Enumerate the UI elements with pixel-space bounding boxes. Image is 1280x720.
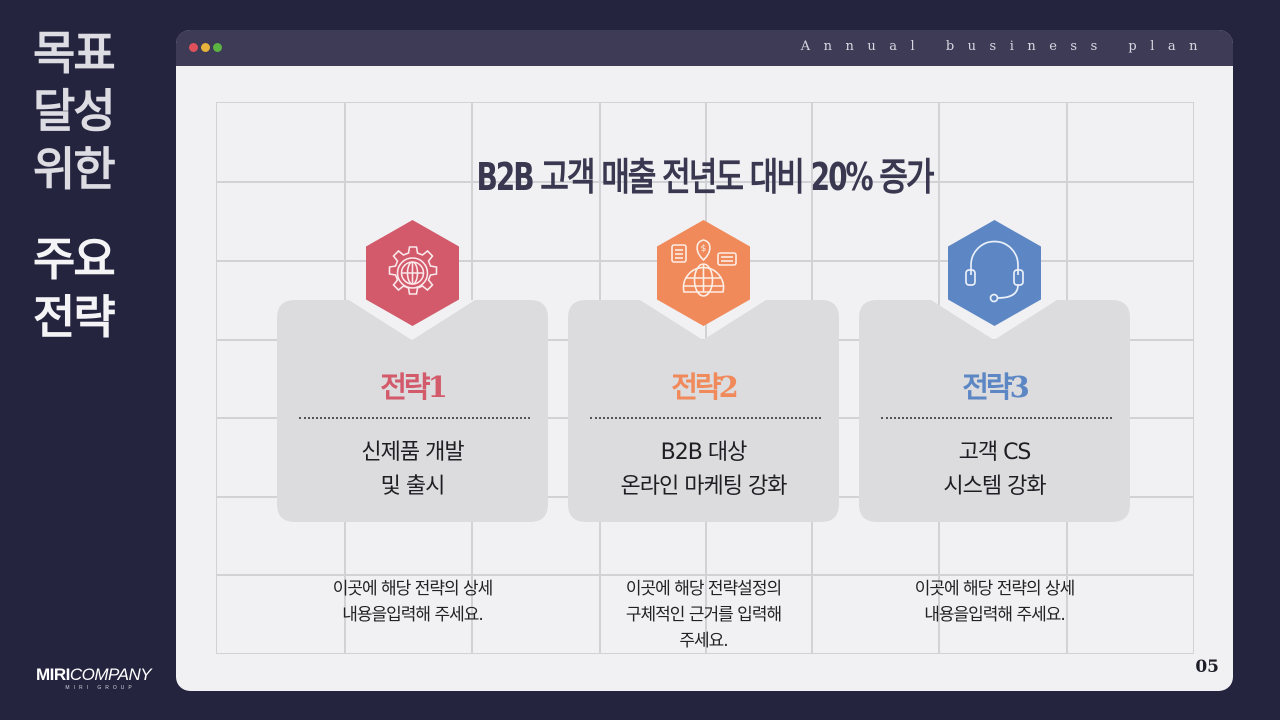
side-title-line: 목표 — [33, 26, 116, 80]
strategy-card-2: $ 전략2 B2B 대상 온라인 마케팅 강화 — [568, 220, 839, 522]
close-dot-icon[interactable] — [189, 43, 198, 52]
dotted-divider — [881, 417, 1112, 419]
description-line: 주세요. — [679, 631, 728, 651]
description-line: 내용을입력해 주세요. — [924, 605, 1066, 625]
side-title-top: 목표 달성 위한 — [33, 24, 116, 198]
slide-window: Annual business plan B2B 고객 매출 전년도 대비 20… — [176, 30, 1233, 691]
strategy-title-line: 신제품 개발 — [361, 440, 464, 465]
strategy-card-1: 전략1 신제품 개발 및 출시 — [277, 220, 548, 522]
window-titlebar: Annual business plan — [176, 30, 1233, 66]
description-line: 이곳에 해당 전략의 상세 — [332, 579, 494, 599]
page-number: 05 — [1195, 657, 1219, 677]
logo-text: COMPANY — [69, 665, 152, 684]
side-title-line: 달성 — [33, 84, 116, 138]
dotted-divider — [299, 417, 530, 419]
headset-icon — [948, 220, 1041, 326]
side-title-line: 위한 — [33, 142, 116, 196]
description-line: 이곳에 해당 전략의 상세 — [914, 579, 1076, 599]
strategy-title-line: B2B 대상 — [660, 440, 748, 465]
company-logo: MIRICOMPANY MIRI GROUP — [36, 665, 152, 692]
description-line: 내용을입력해 주세요. — [342, 605, 484, 625]
strategy-card-3: 전략3 고객 CS 시스템 강화 — [859, 220, 1130, 522]
strategy-description-3: 이곳에 해당 전략의 상세 내용을입력해 주세요. — [859, 576, 1130, 628]
strategy-label: 전략2 — [671, 370, 739, 404]
strategy-title-line: 고객 CS — [958, 440, 1032, 465]
strategy-description-1: 이곳에 해당 전략의 상세 내용을입력해 주세요. — [277, 576, 548, 628]
strategy-title-line: 온라인 마케팅 강화 — [620, 474, 788, 499]
globe-marketing-icon: $ — [657, 220, 750, 326]
strategy-title: 고객 CS 시스템 강화 — [859, 436, 1130, 504]
strategy-title: B2B 대상 온라인 마케팅 강화 — [568, 436, 839, 504]
page-headline: B2B 고객 매출 전년도 대비 20% 증가 — [476, 155, 934, 199]
strategy-title: 신제품 개발 및 출시 — [277, 436, 548, 504]
description-line: 이곳에 해당 전략설정의 — [625, 579, 782, 599]
side-title-line: 전략 — [33, 290, 116, 344]
logo-bold: MIRI — [36, 665, 70, 684]
strategy-label: 전략3 — [962, 370, 1030, 404]
minimize-dot-icon[interactable] — [201, 43, 210, 52]
dotted-divider — [590, 417, 821, 419]
window-title: Annual business plan — [800, 39, 1211, 54]
strategy-title-line: 및 출시 — [380, 474, 446, 499]
side-title-bottom: 주요 전략 — [33, 230, 116, 346]
maximize-dot-icon[interactable] — [213, 43, 222, 52]
strategy-description-2: 이곳에 해당 전략설정의 구체적인 근거를 입력해 주세요. — [568, 576, 839, 654]
strategy-label: 전략1 — [380, 370, 448, 404]
gear-globe-icon — [366, 220, 459, 326]
logo-subtitle: MIRI GROUP — [65, 685, 136, 691]
side-title-line: 주요 — [33, 232, 116, 286]
strategy-title-line: 시스템 강화 — [943, 474, 1046, 499]
description-line: 구체적인 근거를 입력해 — [625, 605, 782, 625]
svg-text:$: $ — [701, 244, 707, 254]
